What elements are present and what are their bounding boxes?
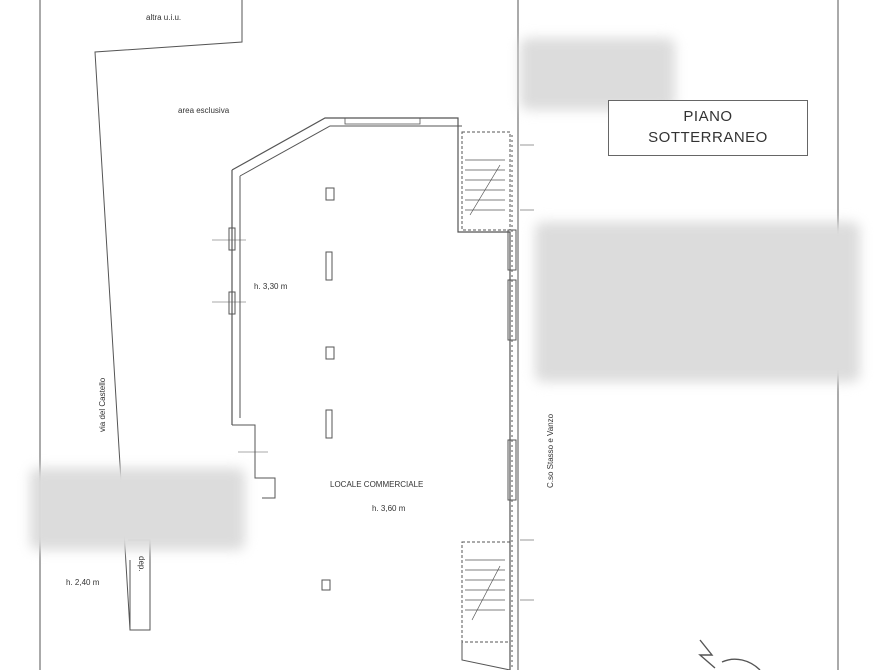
label-height-left: h. 2,40 m	[66, 578, 100, 587]
label-depot: dep.	[137, 556, 146, 572]
room-inner-wall	[239, 125, 462, 177]
column-4	[325, 409, 333, 439]
room-outer-wall	[231, 117, 511, 670]
title-line-1: PIANO	[683, 108, 733, 125]
opening-east-1	[507, 229, 517, 271]
opening-east-2	[507, 279, 517, 341]
label-locale-commerciale: LOCALE COMMERCIALE	[330, 480, 424, 489]
column-3	[325, 346, 335, 360]
redaction-left	[30, 468, 245, 550]
label-altra-uiu: altra u.i.u.	[146, 13, 182, 22]
label-corso-vanzo: C.so Stasso e Vanzo	[546, 413, 555, 488]
stair-lower	[461, 541, 511, 643]
column-1	[325, 187, 335, 201]
redaction-top	[520, 38, 675, 110]
depot-room	[128, 539, 151, 631]
stair-lower-wall	[461, 642, 511, 670]
west-notch	[232, 424, 276, 499]
column-2	[325, 251, 333, 281]
label-via-castello: via del Castello	[98, 377, 107, 432]
title-line-2: SOTTERRANEO	[648, 129, 768, 146]
label-height-upper: h. 3,30 m	[254, 282, 288, 291]
north-arrow	[698, 639, 761, 670]
window-top	[344, 117, 421, 125]
lot-boundary	[94, 0, 243, 631]
label-area-esclusiva: area esclusiva	[178, 106, 230, 115]
title-block: PIANO SOTTERRANEO	[608, 100, 808, 156]
stair-upper	[461, 131, 511, 231]
label-height-lower: h. 3,60 m	[372, 504, 406, 513]
window-left-1	[228, 227, 236, 251]
opening-east-3	[507, 439, 517, 501]
window-left-2	[228, 291, 236, 315]
redaction-right	[535, 222, 860, 382]
column-5	[321, 579, 331, 591]
